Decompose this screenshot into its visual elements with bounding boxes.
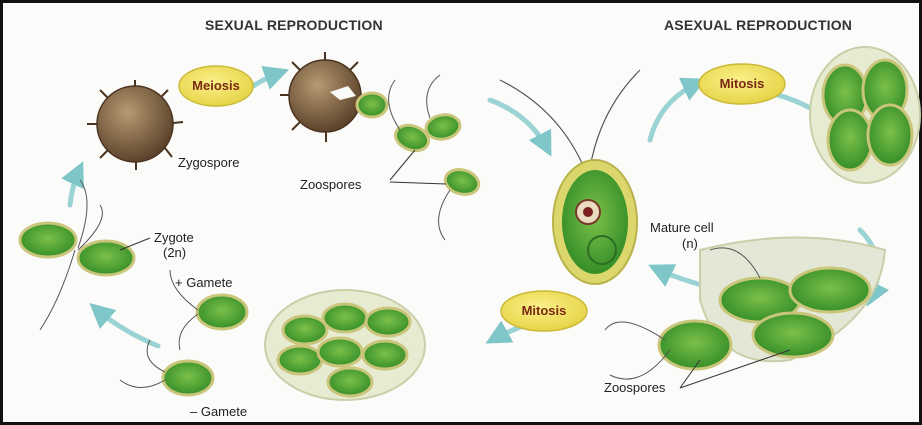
mature-cell-label: Mature cell <box>650 220 714 235</box>
asexual-bottom-cluster <box>605 238 885 389</box>
meiosis-label: Meiosis <box>179 78 253 93</box>
minus-gamete-label: – Gamete <box>190 404 247 419</box>
zygospore-cell <box>87 80 183 170</box>
zoospores-top-label: Zoospores <box>300 177 361 192</box>
zygote-ploidy-label: (2n) <box>163 245 186 260</box>
mature-cell-ploidy-label: (n) <box>682 236 698 251</box>
zoospores-top-cells <box>389 75 482 240</box>
asexual-top-cluster <box>810 47 920 183</box>
mitosis-bottom-label: Mitosis <box>502 303 586 318</box>
zygote-cells <box>20 180 150 330</box>
zygote-label: Zygote <box>154 230 194 245</box>
plus-gamete-label: + Gamete <box>175 275 232 290</box>
asexual-reproduction-heading: ASEXUAL REPRODUCTION <box>664 18 852 33</box>
gamete-cluster <box>265 290 425 400</box>
mitosis-top-label: Mitosis <box>700 76 784 91</box>
zoospores-bottom-label: Zoospores <box>604 380 665 395</box>
sexual-reproduction-heading: SEXUAL REPRODUCTION <box>205 18 383 33</box>
mature-cell <box>500 70 640 284</box>
cracked-zygospore-cell <box>280 52 387 142</box>
zygospore-label: Zygospore <box>178 155 239 170</box>
